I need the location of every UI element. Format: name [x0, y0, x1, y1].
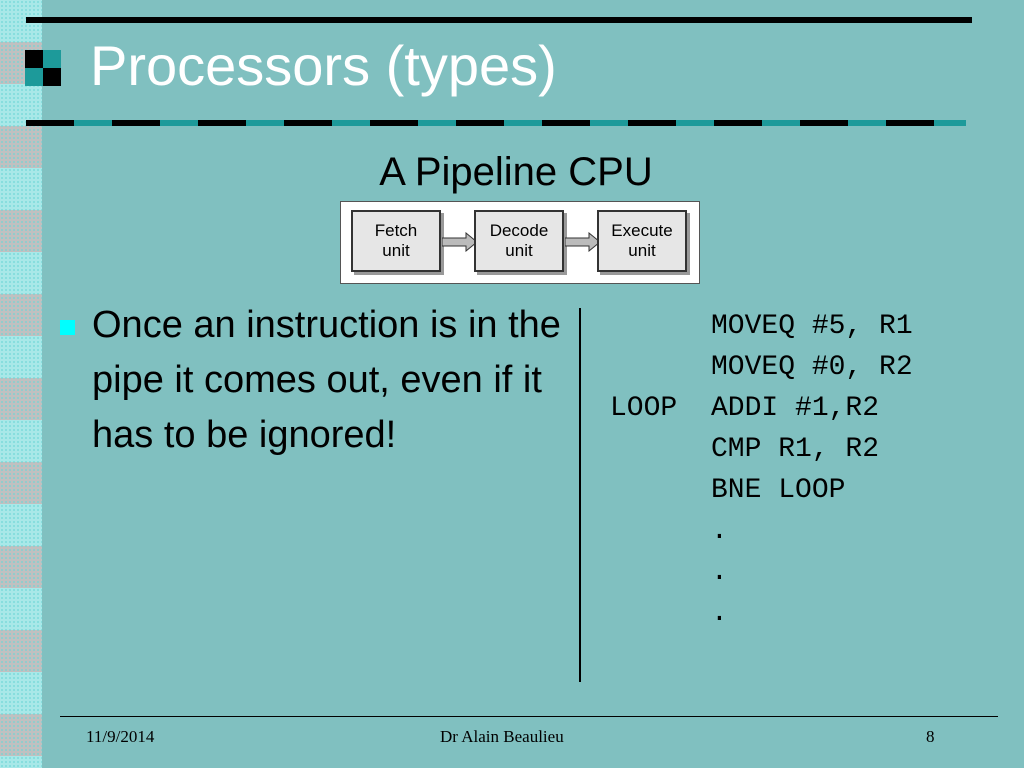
bullet-square-icon — [60, 320, 75, 335]
code-line: LOOP ADDI #1,R2 — [610, 388, 913, 429]
code-line: MOVEQ #0, R2 — [610, 347, 913, 388]
code-line: . — [610, 593, 913, 634]
vertical-divider — [579, 308, 581, 682]
code-instruction: ADDI #1,R2 — [711, 393, 880, 424]
code-line: MOVEQ #5, R1 — [610, 306, 913, 347]
arrow-right-icon — [442, 232, 478, 252]
code-instruction: MOVEQ #0, R2 — [711, 352, 913, 383]
slide-subtitle: A Pipeline CPU — [379, 150, 653, 194]
fetch-unit-box: Fetch unit — [351, 210, 441, 272]
footer-page-number: 8 — [926, 727, 935, 746]
code-line: . — [610, 511, 913, 552]
footer-rule — [60, 716, 998, 717]
pipeline-diagram: Fetch unit Decode unit Execute unit — [340, 201, 700, 284]
code-instruction: CMP R1, R2 — [711, 434, 880, 465]
footer-author: Dr Alain Beaulieu — [440, 727, 564, 746]
footer-date: 11/9/2014 — [86, 727, 155, 746]
code-line: CMP R1, R2 — [610, 429, 913, 470]
decode-unit-box: Decode unit — [474, 210, 564, 272]
top-rule — [26, 17, 972, 23]
assembly-code-block: MOVEQ #5, R1 MOVEQ #0, R2 LOOP ADDI #1,R2… — [610, 306, 913, 634]
code-instruction: BNE LOOP — [711, 475, 846, 506]
title-bullet-icon — [25, 50, 61, 86]
decorative-left-strip — [0, 0, 42, 768]
slide-title: Processors (types) — [90, 34, 557, 97]
code-instruction: . — [711, 598, 728, 629]
code-instruction: . — [711, 557, 728, 588]
code-line: BNE LOOP — [610, 470, 913, 511]
code-line: . — [610, 552, 913, 593]
code-label: LOOP — [610, 393, 678, 424]
dashed-rule — [26, 120, 966, 126]
bullet-text: Once an instruction is in the pipe it co… — [92, 304, 561, 456]
execute-unit-box: Execute unit — [597, 210, 687, 272]
code-instruction: . — [711, 516, 728, 547]
arrow-right-icon — [565, 232, 601, 252]
code-instruction: MOVEQ #5, R1 — [711, 311, 913, 342]
